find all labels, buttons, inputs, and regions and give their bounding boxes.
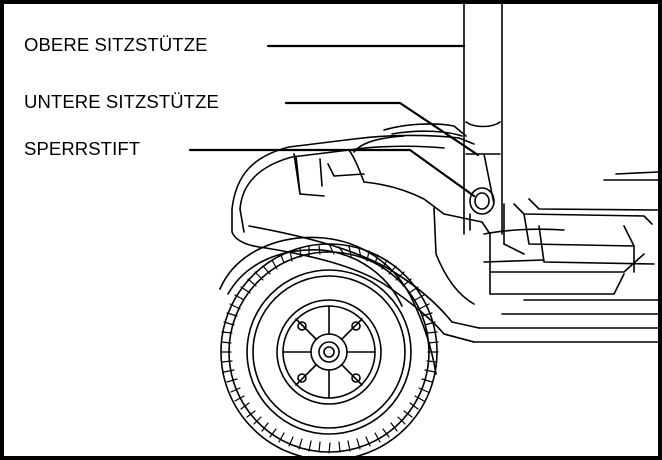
label-upper-seat-post: OBERE SITZSTÜTZE: [24, 34, 208, 55]
fender-shell: [219, 123, 658, 375]
scooter-illustration: [188, 4, 658, 456]
leader-line-pin: [188, 148, 476, 198]
leader-lines: [188, 44, 480, 198]
leader-line-lower: [284, 101, 480, 157]
seat-post: [463, 4, 503, 235]
tire-tread: [220, 243, 439, 454]
label-lower-seat-post: UNTERE SITZSTÜTZE: [24, 91, 219, 112]
label-locking-pin: SPERRSTIFT: [24, 138, 141, 159]
